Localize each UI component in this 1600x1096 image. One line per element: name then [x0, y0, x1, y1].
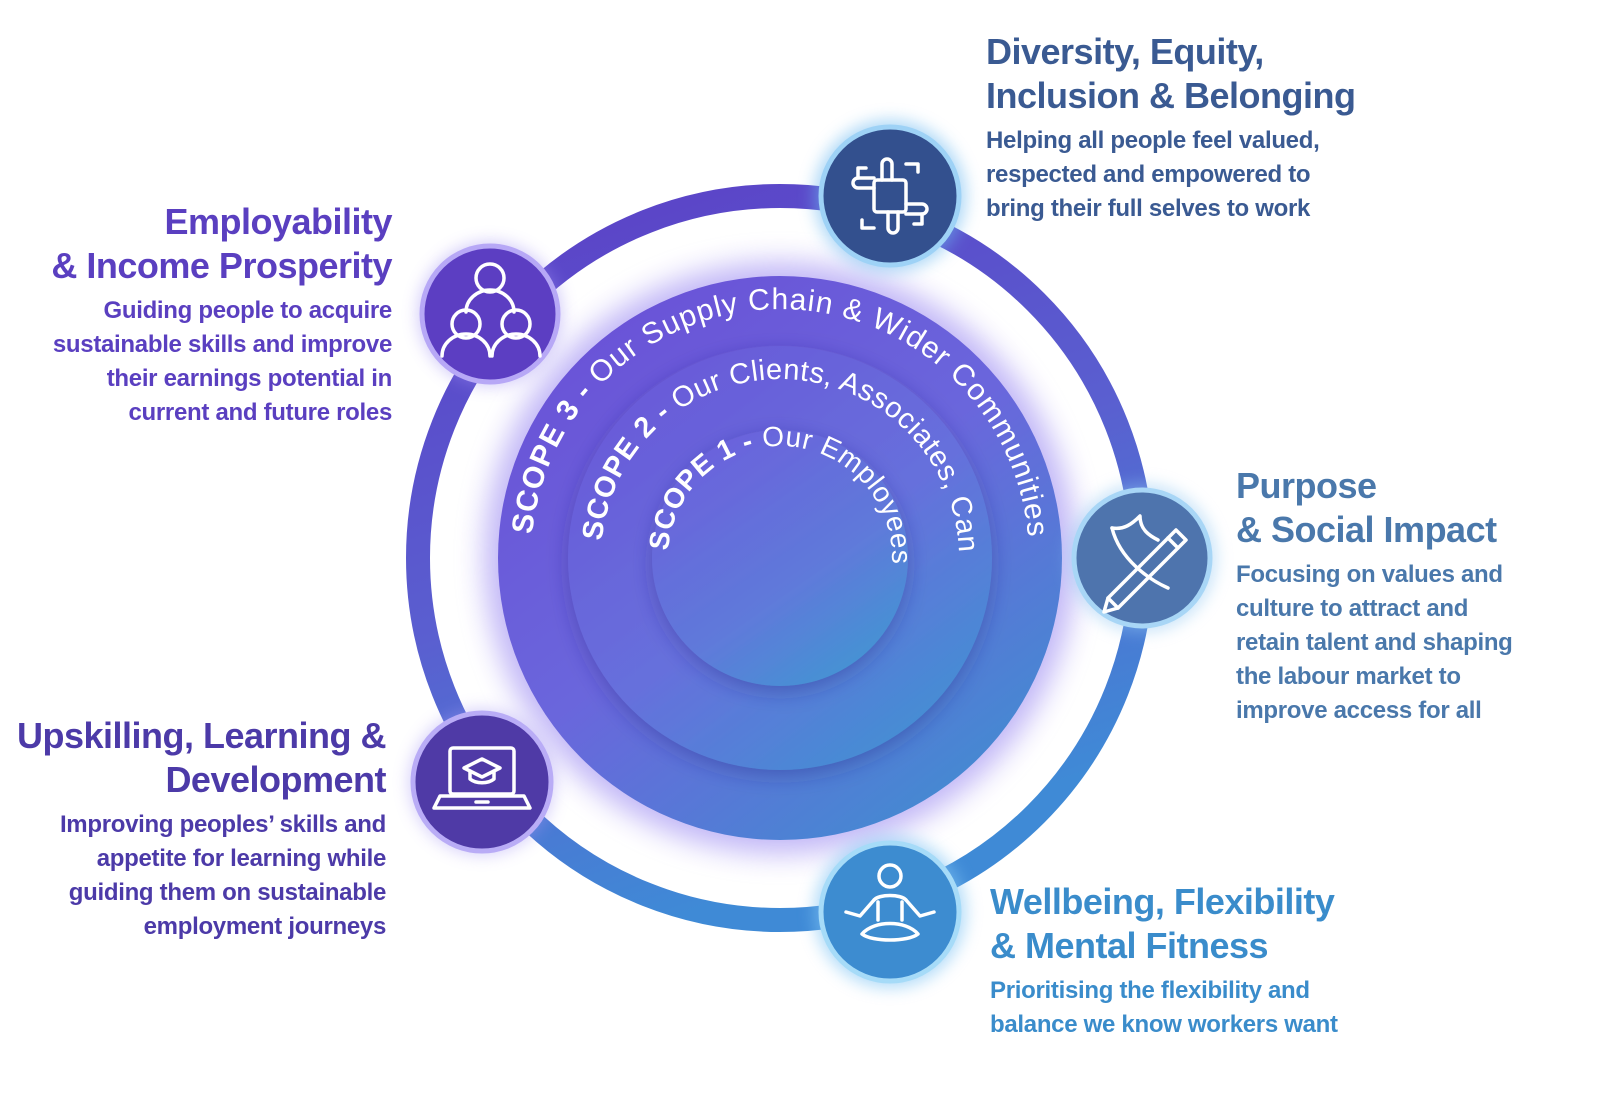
purpose-icon-node	[1068, 484, 1216, 632]
pillar-wellbeing-description: Prioritising the flexibility and balance…	[990, 974, 1338, 1042]
pillar-upskilling-description: Improving peoples’ skills and appetite f…	[17, 808, 386, 944]
pillar-dei-title-line: Diversity, Equity,	[986, 31, 1264, 72]
pillar-dei-desc-line: bring their full selves to work	[986, 195, 1311, 222]
pillar-dei-desc-line: Helping all people feel valued,	[986, 127, 1320, 154]
dei-icon-node	[814, 120, 966, 272]
pillar-upskilling-desc-line: appetite for learning while	[96, 845, 387, 872]
pillar-purpose-desc-line: culture to attract and	[1236, 595, 1469, 622]
pillar-purpose-desc-line: improve access for all	[1236, 697, 1482, 724]
people-group-icon	[440, 262, 542, 358]
pillar-purpose-desc-line: Focusing on values and	[1236, 561, 1503, 588]
pillar-dei-description: Helping all people feel valued, respecte…	[986, 124, 1356, 226]
pillar-employability-title: Employability & Income Prosperity	[51, 200, 392, 288]
pillar-upskilling: Upskilling, Learning & Development Impro…	[16, 714, 387, 944]
pillar-employability-title-line: & Income Prosperity	[51, 245, 392, 286]
pillar-dei-desc-line: respected and empowered to	[986, 161, 1311, 188]
pillar-upskilling-desc-line: Improving peoples’ skills and	[59, 811, 386, 838]
pillar-dei: Diversity, Equity, Inclusion & Belonging…	[986, 30, 1356, 226]
pillar-upskilling-desc-line: employment journeys	[143, 913, 387, 940]
pillar-wellbeing-desc-line: Prioritising the flexibility and	[990, 977, 1310, 1004]
pillar-purpose-description: Focusing on values and culture to attrac…	[1236, 558, 1513, 728]
pillar-wellbeing-title-line: Wellbeing, Flexibility	[990, 881, 1335, 922]
pillar-employability-desc-line: sustainable skills and improve	[52, 331, 392, 358]
wellbeing-icon-node	[814, 836, 966, 988]
pillar-dei-title: Diversity, Equity, Inclusion & Belonging	[986, 30, 1356, 118]
pillar-wellbeing: Wellbeing, Flexibility & Mental Fitness …	[990, 880, 1338, 1042]
meditation-person-icon	[844, 863, 936, 942]
pillar-employability-desc-line: current and future roles	[128, 399, 392, 426]
pillar-wellbeing-title-line: & Mental Fitness	[990, 925, 1269, 966]
upskilling-icon-node	[409, 709, 555, 855]
pillar-purpose-title-line: & Social Impact	[1236, 509, 1497, 550]
pillar-upskilling-title-line: Development	[165, 759, 386, 800]
pillar-purpose-desc-line: retain talent and shaping	[1236, 629, 1513, 656]
pillar-employability-description: Guiding people to acquire sustainable sk…	[51, 294, 392, 430]
pillar-purpose: Purpose & Social Impact Focusing on valu…	[1236, 464, 1513, 728]
pillar-purpose-title-line: Purpose	[1236, 465, 1377, 506]
pillar-upskilling-title-line: Upskilling, Learning &	[16, 715, 387, 756]
scope1-disc	[652, 430, 908, 686]
pillar-employability-desc-line: their earnings potential in	[106, 365, 393, 392]
pillar-upskilling-desc-line: guiding them on sustainable	[68, 879, 387, 906]
pillar-employability: Employability & Income Prosperity Guidin…	[51, 200, 392, 430]
pillar-upskilling-title: Upskilling, Learning & Development	[16, 714, 387, 802]
pillar-wellbeing-desc-line: balance we know workers want	[990, 1011, 1338, 1038]
hands-circle-icon	[851, 157, 929, 235]
pillar-employability-title-line: Employability	[164, 201, 392, 242]
laptop-graduation-cap-icon	[432, 746, 532, 810]
employability-icon-node	[418, 242, 562, 386]
pencil-heart-icon	[1102, 514, 1188, 614]
pillar-wellbeing-title: Wellbeing, Flexibility & Mental Fitness	[990, 880, 1338, 968]
pillar-purpose-title: Purpose & Social Impact	[1236, 464, 1513, 552]
pillar-dei-title-line: Inclusion & Belonging	[986, 75, 1356, 116]
pillar-purpose-desc-line: the labour market to	[1236, 663, 1461, 690]
pillar-employability-desc-line: Guiding people to acquire	[103, 297, 392, 324]
